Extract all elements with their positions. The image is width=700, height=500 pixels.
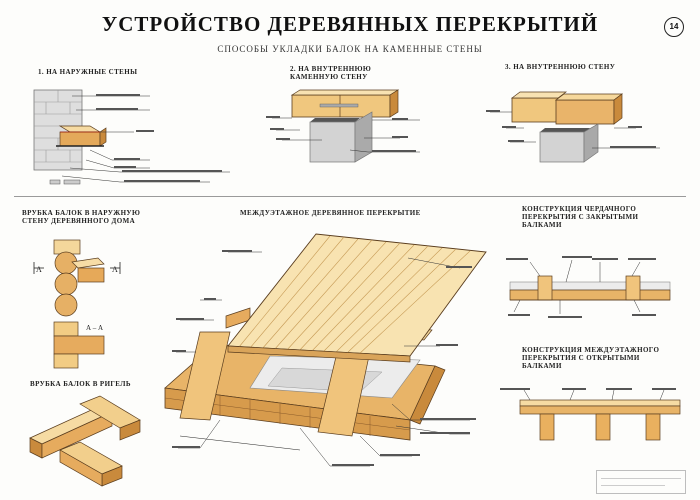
- poster-subtitle: СПОСОБЫ УКЛАДКИ БАЛОК НА КАМЕННЫЕ СТЕНЫ: [217, 44, 483, 54]
- inner-wall-detail-1: [266, 89, 420, 163]
- section-divider: [14, 196, 686, 197]
- section-mark-aa: А – А: [86, 324, 103, 332]
- heading-brick-wall-support: 1. НА НАРУЖНЫЕ СТЕНЫ: [38, 68, 138, 76]
- girder-notch-detail: [29, 395, 141, 487]
- attic-floor-closed-beams-drawing: [506, 256, 671, 318]
- interfloor-open-beams-drawing: [500, 388, 681, 441]
- poster-title: УСТРОЙСТВО ДЕРЕВЯННЫХ ПЕРЕКРЫТИЙ: [101, 12, 599, 36]
- heading-inner-wall-support-1: 2. НА ВНУТРЕННЮЮ КАМЕННУЮ СТЕНУ: [290, 65, 372, 81]
- interfloor-floor-drawing: [164, 233, 487, 467]
- brick-wall-detail: [33, 89, 230, 185]
- title-block-stamp: [596, 470, 686, 494]
- inner-wall-detail-2: [486, 91, 660, 163]
- section-mark-a-left: А: [36, 265, 42, 274]
- sheet-number-badge: 14: [664, 17, 684, 37]
- log-wall-notch-detail: А А А – А: [33, 239, 121, 369]
- heading-interfloor-open-beams: КОНСТРУКЦИЯ МЕЖДУЭТАЖНОГО ПЕРЕКРЫТИЯ С О…: [522, 346, 660, 370]
- heading-log-wall-notch: ВРУБКА БАЛОК В НАРУЖНУЮ СТЕНУ ДЕРЕВЯННОГ…: [22, 209, 141, 225]
- heading-interfloor-floor: МЕЖДУЭТАЖНОЕ ДЕРЕВЯННОЕ ПЕРЕКРЫТИЕ: [240, 209, 421, 217]
- heading-inner-wall-support-2: 3. НА ВНУТРЕННЮЮ СТЕНУ: [505, 63, 616, 71]
- heading-attic-closed-beams: КОНСТРУКЦИЯ ЧЕРДАЧНОГО ПЕРЕКРЫТИЯ С ЗАКР…: [522, 205, 639, 229]
- heading-girder-notch: ВРУБКА БАЛОК В РИГЕЛЬ: [30, 380, 131, 388]
- section-mark-a-right: А: [112, 265, 118, 274]
